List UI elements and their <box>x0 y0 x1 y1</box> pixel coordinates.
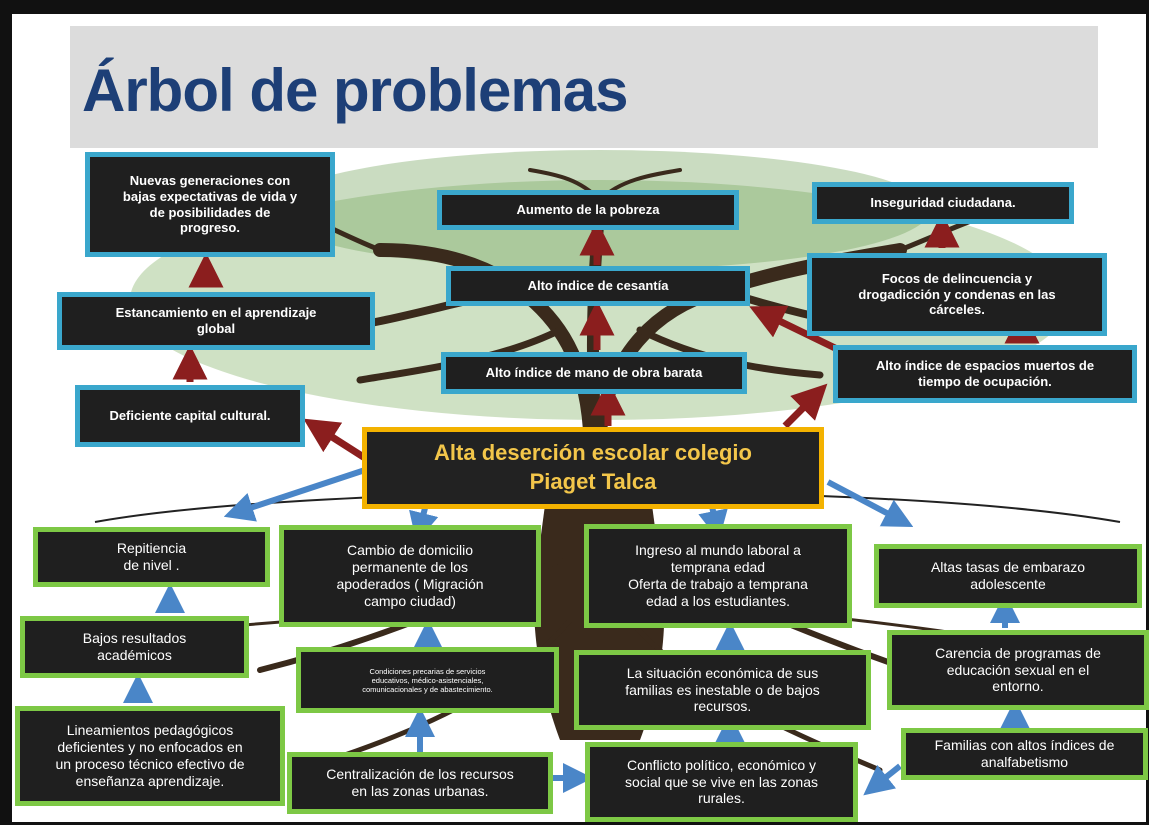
effect-box: Focos de delincuencia y drogadicción y c… <box>807 253 1107 336</box>
cause-box: Bajos resultados académicos <box>20 616 249 678</box>
effect-box: Aumento de la pobreza <box>437 190 739 230</box>
cause-box: Carencia de programas de educación sexua… <box>887 630 1149 710</box>
title-bar <box>70 26 1098 148</box>
cause-box: Conflicto político, económico y social q… <box>585 742 858 822</box>
cause-arrows <box>123 467 1030 796</box>
arrow-e8-e5b <box>749 305 837 352</box>
effect-box: Alto índice de cesantía <box>446 266 750 306</box>
cause-box: Condiciones precarias de servicios educa… <box>296 647 559 713</box>
effect-box: Alto índice de mano de obra barata <box>441 352 747 394</box>
arrow-c12-c11 <box>863 763 902 796</box>
effect-box: Estancamiento en el aprendizaje global <box>57 292 375 350</box>
arrow-core-c1 <box>223 467 366 522</box>
cause-box: Repitiencia de nivel . <box>33 527 270 587</box>
arrow-core-c4 <box>826 479 914 528</box>
effect-box: Nuevas generaciones con bajas expectativ… <box>85 152 335 257</box>
arrow-core-e8 <box>782 383 828 429</box>
cause-box: Ingreso al mundo laboral a temprana edad… <box>584 524 852 628</box>
effect-box: Alto índice de espacios muertos de tiemp… <box>833 345 1137 403</box>
cause-box: Familias con altos índices de analfabeti… <box>901 728 1148 780</box>
core-problem-box: Alta deserción escolar colegio Piaget Ta… <box>362 427 824 509</box>
cause-box: Centralización de los recursos en las zo… <box>287 752 553 814</box>
effect-box: Inseguridad ciudadana. <box>812 182 1074 224</box>
cause-box: La situación económica de sus familias e… <box>574 650 871 730</box>
effect-box: Deficiente capital cultural. <box>75 385 305 447</box>
arrow-core-c3 <box>698 505 728 541</box>
arrow-core-c2 <box>409 507 439 543</box>
cause-box: Altas tasas de embarazo adolescente <box>874 544 1142 608</box>
page-title: Árbol de problemas <box>82 57 628 124</box>
cause-box: Cambio de domicilio permanente de los ap… <box>279 525 541 627</box>
arrow-core-e9 <box>303 418 367 461</box>
cause-box: Lineamientos pedagógicos deficientes y n… <box>15 706 285 806</box>
